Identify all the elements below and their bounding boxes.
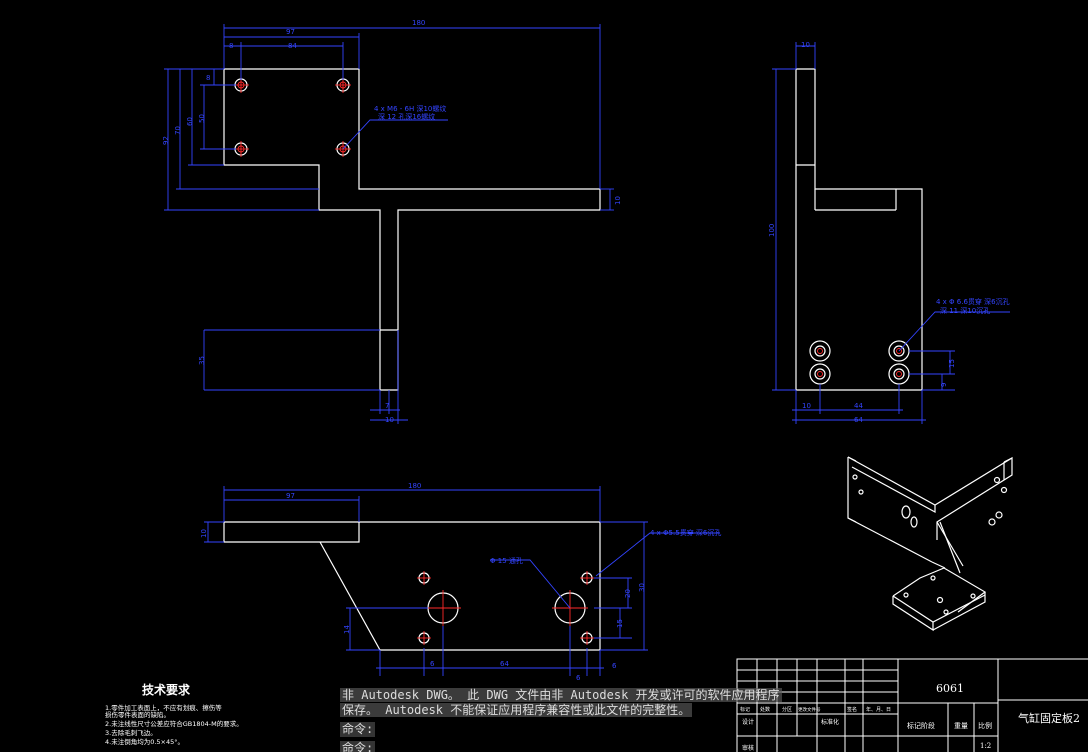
svg-text:6: 6 bbox=[612, 662, 617, 670]
svg-text:10: 10 bbox=[385, 416, 394, 424]
command-prompt[interactable]: 命令: bbox=[340, 722, 376, 737]
svg-text:4 x Φ 6.6贯穿 深6沉孔: 4 x Φ 6.6贯穿 深6沉孔 bbox=[936, 297, 1010, 306]
svg-text:6: 6 bbox=[576, 674, 581, 682]
part-name: 气缸固定板2 bbox=[1018, 711, 1080, 725]
svg-text:92: 92 bbox=[162, 136, 170, 145]
svg-text:60: 60 bbox=[186, 117, 194, 126]
top-view-holes bbox=[233, 77, 351, 157]
command-prompt[interactable]: 命令: bbox=[340, 741, 376, 752]
svg-text:7: 7 bbox=[385, 402, 389, 410]
side-view-dim-labels: 10 100 10 44 64 15 9 4 x Φ 6.6贯穿 深6沉孔 深 … bbox=[768, 41, 1010, 424]
command-window[interactable]: 非 Autodesk DWG。 此 DWG 文件由非 Autodesk 开发或许… bbox=[340, 688, 800, 752]
svg-text:深 11 深10沉孔: 深 11 深10沉孔 bbox=[940, 306, 990, 315]
scale-label: 比例 bbox=[978, 721, 992, 730]
top-view-dim-labels: 180 97 84 8 92 70 60 50 8 10 35 7 10 4 x… bbox=[162, 19, 622, 424]
row-label: 处数 bbox=[760, 706, 770, 713]
top-view-dimensions bbox=[164, 24, 614, 424]
review-label: 审核 bbox=[742, 744, 754, 752]
svg-text:44: 44 bbox=[854, 402, 863, 410]
title-block: 6061 气缸固定板2 标记阶段 重量 比例 1:2 标记 处数 分区 更改文件… bbox=[736, 658, 1088, 752]
warning-line: 保存。 Autodesk 不能保证应用程序兼容性或此文件的完整性。 bbox=[340, 703, 693, 717]
isometric-view bbox=[847, 456, 1013, 632]
row-label: 签名 bbox=[847, 706, 857, 713]
notes-line: 损伤零件表面的缺陷。 bbox=[105, 710, 170, 719]
svg-text:50: 50 bbox=[198, 114, 206, 123]
svg-text:6: 6 bbox=[430, 660, 435, 668]
svg-text:30: 30 bbox=[638, 583, 646, 592]
notes-line: 2.未注线性尺寸公差应符合GB1804-M的要求。 bbox=[105, 719, 243, 728]
scale-value: 1:2 bbox=[980, 742, 991, 750]
front-view: 180 97 10 30 20 15 14 6 64 6 6 Φ 15 通孔 4… bbox=[200, 482, 721, 682]
svg-text:100: 100 bbox=[768, 224, 776, 237]
front-view-dim-labels: 180 97 10 30 20 15 14 6 64 6 6 Φ 15 通孔 4… bbox=[200, 482, 721, 682]
row-label: 分区 bbox=[782, 706, 792, 713]
front-view-holes bbox=[417, 571, 594, 645]
svg-text:Φ 15 通孔: Φ 15 通孔 bbox=[490, 556, 523, 565]
svg-text:20: 20 bbox=[624, 589, 632, 598]
svg-text:97: 97 bbox=[286, 28, 295, 36]
row-label: 更改文件号 bbox=[798, 706, 821, 713]
technical-notes: 技术要求 1.零件加工表面上，不应有划痕、擦伤等 损伤零件表面的缺陷。 2.未注… bbox=[105, 682, 243, 746]
row-label: 标记 bbox=[740, 706, 750, 713]
svg-text:84: 84 bbox=[288, 42, 297, 50]
notes-line: 4.未注倒角均为0.5×45°。 bbox=[105, 737, 184, 746]
svg-text:8: 8 bbox=[206, 74, 210, 82]
front-view-dimensions bbox=[204, 486, 720, 676]
svg-text:64: 64 bbox=[500, 660, 509, 668]
side-view-holes bbox=[809, 340, 910, 385]
svg-text:35: 35 bbox=[198, 356, 206, 365]
svg-text:深 12 孔深16螺纹: 深 12 孔深16螺纹 bbox=[378, 112, 435, 121]
svg-text:4 x Φ5.5贯穿 深6沉孔: 4 x Φ5.5贯穿 深6沉孔 bbox=[650, 528, 721, 537]
warning-line: 非 Autodesk DWG。 此 DWG 文件由非 Autodesk 开发或许… bbox=[340, 688, 782, 702]
stage-label: 标记阶段 bbox=[907, 721, 935, 730]
svg-text:64: 64 bbox=[854, 416, 863, 424]
svg-text:15: 15 bbox=[616, 619, 624, 628]
side-view-dimensions bbox=[772, 42, 1010, 424]
svg-text:15: 15 bbox=[948, 359, 956, 368]
svg-text:70: 70 bbox=[174, 126, 182, 135]
notes-line: 1.零件加工表面上，不应有划痕、擦伤等 bbox=[105, 703, 222, 712]
svg-text:9: 9 bbox=[940, 383, 948, 387]
weight-label: 重量 bbox=[954, 722, 968, 730]
notes-title: 技术要求 bbox=[142, 682, 191, 697]
svg-text:10: 10 bbox=[200, 529, 208, 538]
svg-text:4 x M6 - 6H 深10螺纹: 4 x M6 - 6H 深10螺纹 bbox=[374, 104, 446, 113]
warning-message: 非 Autodesk DWG。 此 DWG 文件由非 Autodesk 开发或许… bbox=[340, 688, 800, 718]
standard-label: 标准化 bbox=[821, 718, 839, 726]
top-view: 180 97 84 8 92 70 60 50 8 10 35 7 10 4 x… bbox=[162, 19, 622, 424]
notes-line: 3.去除毛刺飞边。 bbox=[105, 728, 157, 737]
front-view-outline bbox=[223, 521, 601, 651]
svg-text:180: 180 bbox=[412, 19, 425, 27]
side-view: 10 100 10 44 64 15 9 4 x Φ 6.6贯穿 深6沉孔 深 … bbox=[768, 41, 1010, 424]
svg-text:10: 10 bbox=[801, 41, 810, 49]
svg-text:14: 14 bbox=[343, 625, 351, 634]
svg-text:10: 10 bbox=[614, 196, 622, 205]
svg-text:10: 10 bbox=[802, 402, 811, 410]
svg-text:180: 180 bbox=[408, 482, 421, 490]
svg-text:97: 97 bbox=[286, 492, 295, 500]
svg-text:8: 8 bbox=[229, 42, 233, 50]
material-label: 6061 bbox=[936, 682, 964, 695]
row-label: 年、月、日 bbox=[866, 706, 891, 713]
design-label: 设计 bbox=[742, 718, 754, 726]
